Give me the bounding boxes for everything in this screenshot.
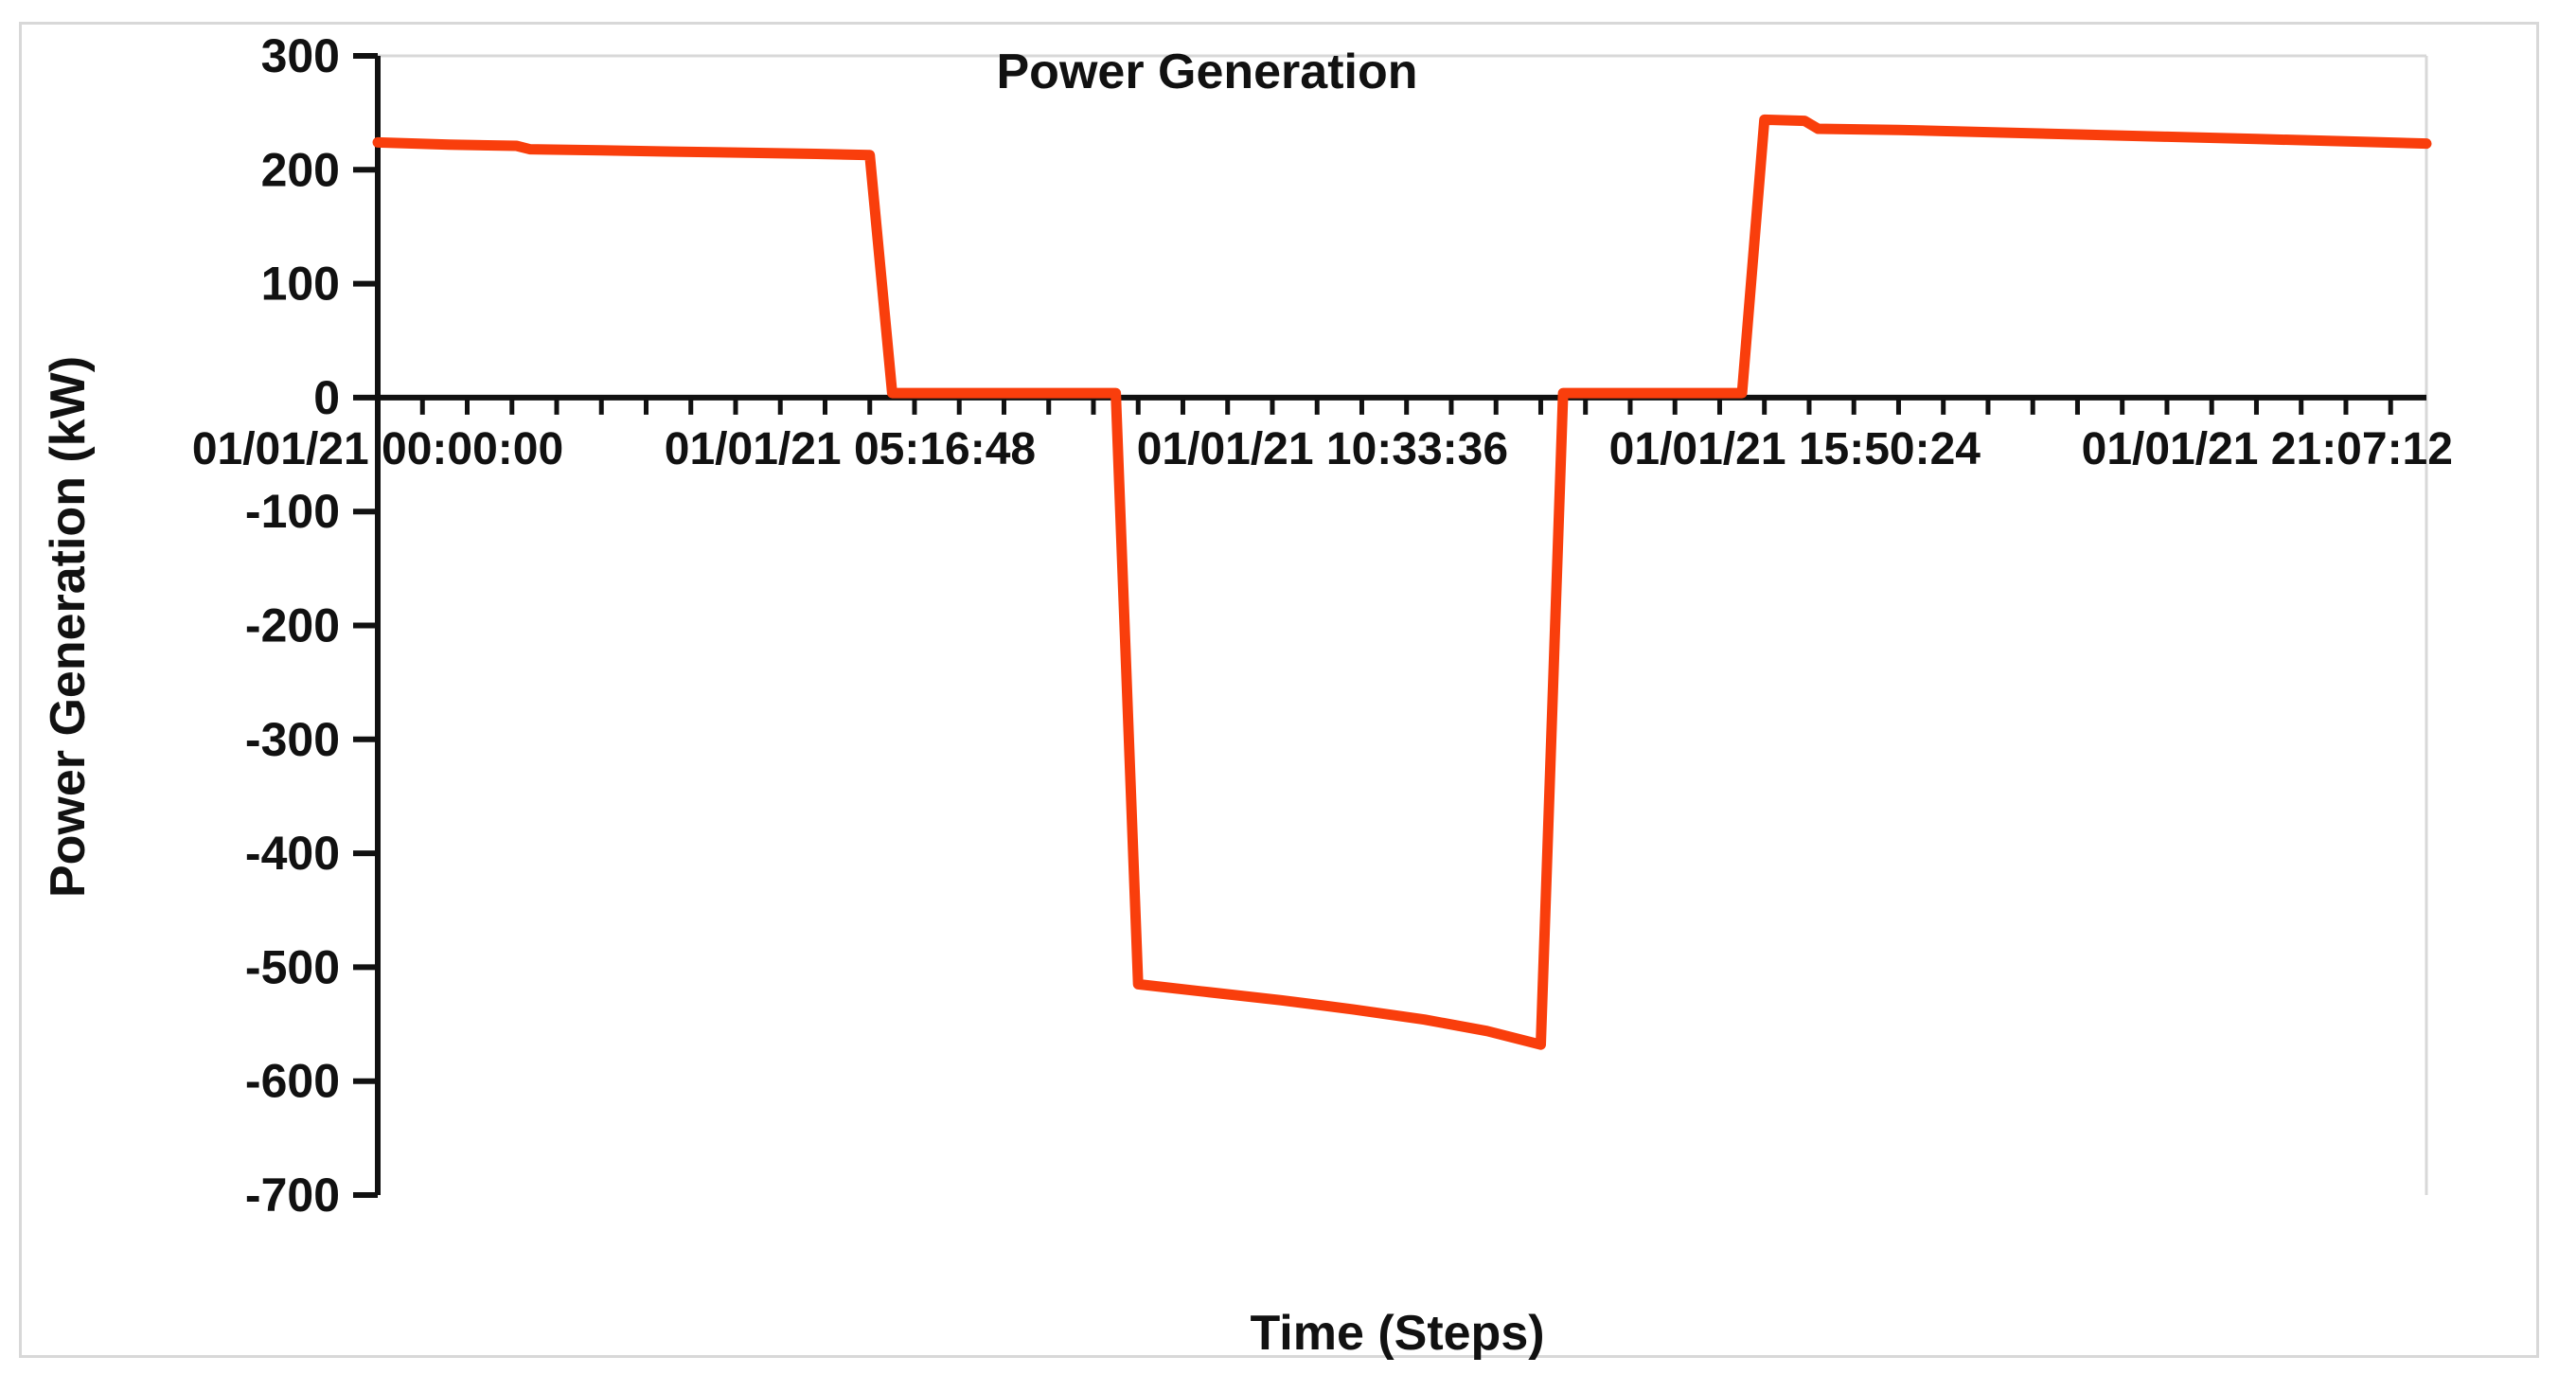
x-tick-label: 01/01/21 05:16:48: [665, 424, 1036, 474]
y-tick-label: -600: [245, 1055, 340, 1108]
y-tick-label: -300: [245, 713, 340, 766]
y-axis-title: Power Generation (kW): [41, 355, 96, 899]
y-tick-label: -500: [245, 940, 340, 993]
y-tick-label: 100: [261, 258, 340, 311]
figure-border: [19, 22, 2539, 1358]
y-tick-label: -700: [245, 1169, 340, 1222]
x-tick-label: 01/01/21 00:00:00: [192, 424, 563, 474]
power-generation-line: [372, 114, 2432, 1050]
y-tick-label: 0: [313, 371, 340, 424]
x-axis-title: Time (Steps): [1250, 1306, 1545, 1361]
y-tick-label: 300: [261, 29, 340, 82]
y-tick-label: 200: [261, 143, 340, 196]
y-tick-label: -200: [245, 599, 340, 652]
y-tick-label: -400: [245, 827, 340, 880]
y-tick-label: -100: [245, 485, 340, 538]
x-tick-label: 01/01/21 21:07:12: [2082, 424, 2453, 474]
x-tick-label: 01/01/21 15:50:24: [1609, 424, 1981, 474]
x-tick-label: 01/01/21 10:33:36: [1137, 424, 1508, 474]
chart-title: Power Generation: [996, 45, 1418, 99]
